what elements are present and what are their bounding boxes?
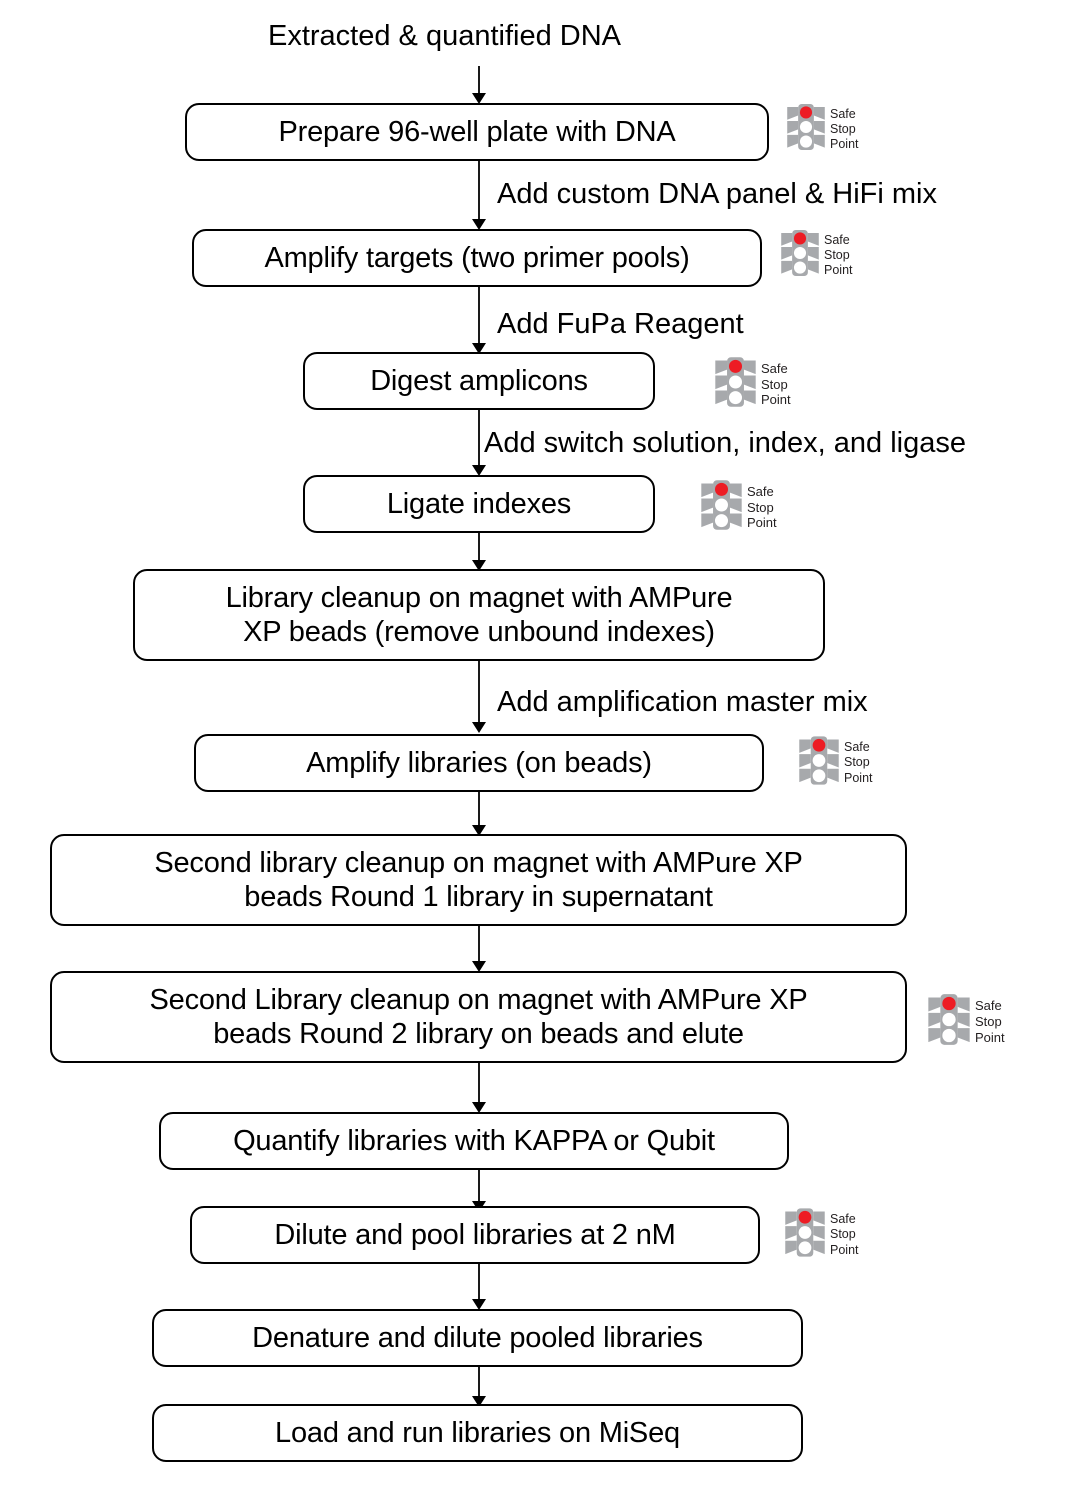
traffic-light-icon — [714, 355, 757, 414]
node-amplify-targets[interactable]: Amplify targets (two primer pools) — [192, 229, 762, 287]
node-digest-amplicons[interactable]: Digest amplicons — [303, 352, 655, 410]
traffic-light-icon — [927, 992, 971, 1052]
node-load-run-miseq[interactable]: Load and run libraries on MiSeq — [152, 1404, 803, 1462]
safe-stop-point-label: Safe Stop Point — [830, 106, 859, 152]
start-label: Extracted & quantified DNA — [268, 20, 622, 52]
safe-stop-point-label: Safe Stop Point — [824, 232, 853, 278]
node-label: Digest amplicons — [370, 364, 588, 397]
node-label: Quantify libraries with KAPPA or Qubit — [233, 1124, 715, 1157]
safe-stop-point-marker-4: Safe Stop Point — [700, 478, 777, 537]
node-quantify-libraries[interactable]: Quantify libraries with KAPPA or Qubit — [159, 1112, 789, 1170]
edge-label-add-switch: Add switch solution, index, and ligase — [484, 427, 967, 459]
safe-stop-point-marker-6: Safe Stop Point — [927, 992, 1005, 1052]
edge-label-add-fupa: Add FuPa Reagent — [497, 308, 744, 340]
traffic-light-icon — [786, 102, 826, 157]
connector-arrow-11 — [471, 1367, 487, 1407]
safe-stop-point-marker-2: Safe Stop Point — [780, 228, 853, 283]
connector-arrow-6 — [471, 792, 487, 836]
node-amplify-libraries[interactable]: Amplify libraries (on beads) — [194, 734, 764, 792]
edge-label-add-amp-mix: Add amplification master mix — [497, 686, 868, 718]
traffic-light-icon — [780, 228, 820, 283]
traffic-light-icon — [700, 478, 743, 537]
traffic-light-icon — [784, 1206, 826, 1264]
node-label: Ligate indexes — [386, 487, 572, 520]
connector-arrow-4 — [471, 533, 487, 571]
connector-arrow-2 — [471, 287, 487, 354]
node-library-cleanup[interactable]: Library cleanup on magnet with AMPure XP… — [133, 569, 825, 661]
safe-stop-point-marker-3: Safe Stop Point — [714, 355, 791, 414]
safe-stop-point-marker-7: Safe Stop Point — [784, 1206, 859, 1264]
node-dilute-pool[interactable]: Dilute and pool libraries at 2 nM — [190, 1206, 760, 1264]
connector-arrow-3 — [471, 410, 487, 476]
node-prepare-plate[interactable]: Prepare 96-well plate with DNA — [185, 103, 769, 161]
safe-stop-point-marker-1: Safe Stop Point — [786, 102, 859, 157]
node-label: Denature and dilute pooled libraries — [252, 1321, 703, 1354]
edge-label-add-panel: Add custom DNA panel & HiFi mix — [497, 178, 937, 210]
node-label: Amplify libraries (on beads) — [306, 746, 652, 779]
node-label: Library cleanup on magnet with AMPure XP… — [225, 581, 733, 648]
connector-arrow-5 — [471, 661, 487, 733]
safe-stop-point-label: Safe Stop Point — [747, 483, 777, 531]
connector-arrow-8 — [471, 1063, 487, 1113]
safe-stop-point-label: Safe Stop Point — [761, 360, 791, 408]
safe-stop-point-label: Safe Stop Point — [830, 1212, 859, 1257]
node-second-cleanup-round2[interactable]: Second Library cleanup on magnet with AM… — [50, 971, 907, 1063]
node-label: Load and run libraries on MiSeq — [275, 1416, 680, 1449]
connector-arrow-start — [471, 66, 487, 104]
safe-stop-point-label: Safe Stop Point — [975, 998, 1005, 1045]
node-label: Second library cleanup on magnet with AM… — [154, 846, 803, 913]
connector-arrow-10 — [471, 1264, 487, 1310]
node-label: Second Library cleanup on magnet with AM… — [149, 983, 808, 1050]
connector-arrow-7 — [471, 926, 487, 972]
safe-stop-point-label: Safe Stop Point — [844, 740, 873, 785]
traffic-light-icon — [798, 734, 840, 792]
connector-arrow-1 — [471, 161, 487, 230]
node-denature-dilute[interactable]: Denature and dilute pooled libraries — [152, 1309, 803, 1367]
node-label: Amplify targets (two primer pools) — [264, 241, 690, 274]
node-label: Prepare 96-well plate with DNA — [278, 115, 676, 148]
node-second-cleanup-round1[interactable]: Second library cleanup on magnet with AM… — [50, 834, 907, 926]
node-ligate-indexes[interactable]: Ligate indexes — [303, 475, 655, 533]
safe-stop-point-marker-5: Safe Stop Point — [798, 734, 873, 792]
node-label: Dilute and pool libraries at 2 nM — [274, 1218, 676, 1251]
